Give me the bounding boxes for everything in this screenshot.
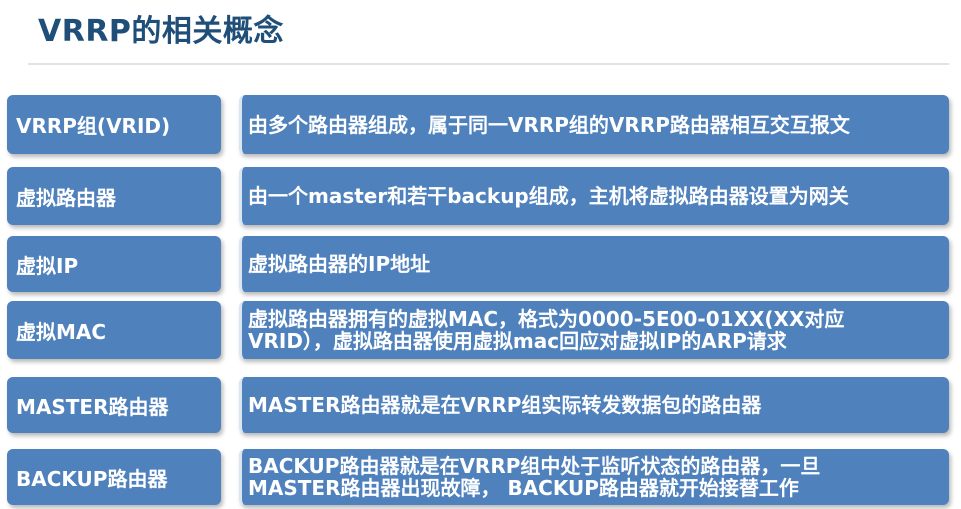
concept-row-virtual-mac: 虚拟MAC 虚拟路由器拥有的虚拟MAC，格式为0000-5E00-01XX(XX… bbox=[7, 301, 950, 359]
definition-text: MASTER路由器就是在VRRP组实际转发数据包的路由器 bbox=[239, 377, 949, 433]
concept-row-vrid: VRRP组(VRID) 由多个路由器组成，属于同一VRRP组的VRRP路由器相互… bbox=[7, 95, 950, 154]
term-label: BACKUP路由器 bbox=[7, 449, 221, 505]
title-divider bbox=[28, 63, 949, 65]
concept-row-virtual-ip: 虚拟IP 虚拟路由器的IP地址 bbox=[7, 236, 950, 292]
term-label: 虚拟路由器 bbox=[7, 167, 221, 225]
term-label: 虚拟IP bbox=[7, 236, 221, 292]
page-title: VRRP的相关概念 bbox=[38, 14, 284, 49]
definition-text: 虚拟路由器的IP地址 bbox=[239, 236, 949, 292]
term-label: VRRP组(VRID) bbox=[7, 95, 221, 154]
definition-text: BACKUP路由器就是在VRRP组中处于监听状态的路由器，一旦 MASTER路由… bbox=[239, 449, 949, 505]
definition-text: 由一个master和若干backup组成，主机将虚拟路由器设置为网关 bbox=[239, 167, 949, 225]
definition-text: 虚拟路由器拥有的虚拟MAC，格式为0000-5E00-01XX(XX对应 VRI… bbox=[239, 301, 949, 359]
concept-row-virtual-router: 虚拟路由器 由一个master和若干backup组成，主机将虚拟路由器设置为网关 bbox=[7, 167, 950, 225]
term-label: 虚拟MAC bbox=[7, 301, 221, 359]
concept-row-master-router: MASTER路由器 MASTER路由器就是在VRRP组实际转发数据包的路由器 bbox=[7, 377, 950, 433]
concept-row-backup-router: BACKUP路由器 BACKUP路由器就是在VRRP组中处于监听状态的路由器，一… bbox=[7, 449, 950, 505]
definition-text: 由多个路由器组成，属于同一VRRP组的VRRP路由器相互交互报文 bbox=[239, 95, 949, 154]
term-label: MASTER路由器 bbox=[7, 377, 221, 433]
